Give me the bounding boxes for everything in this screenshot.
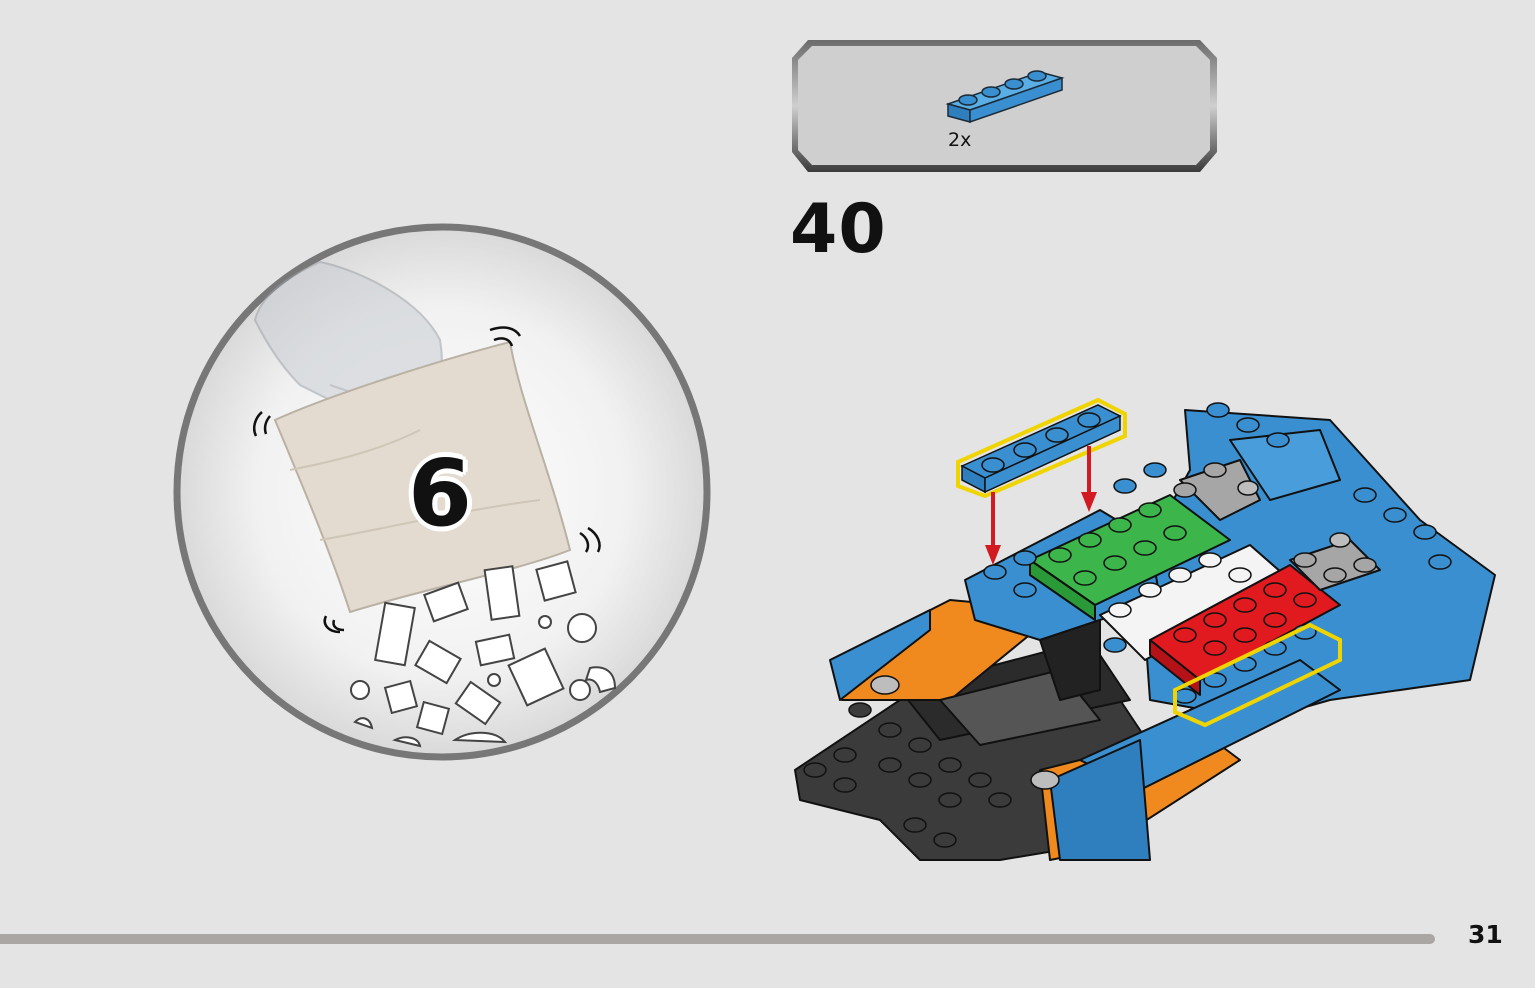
blue-1x4-plate-icon: [945, 70, 1065, 124]
bag-number: 6: [407, 440, 472, 547]
page-number: 31: [1468, 920, 1503, 949]
falling-bricks-icon: [350, 560, 617, 748]
new-plate-top-highlight: [956, 397, 1127, 499]
bag-icon: [273, 340, 572, 614]
studs: [803, 402, 1452, 848]
page-progress-rule: [0, 934, 1435, 944]
shake-marks-icon: [253, 326, 601, 634]
part-quantity: 2x: [948, 129, 972, 151]
placement-arrows-icon: [985, 446, 1097, 565]
new-plate-bottom-highlight: [1173, 622, 1342, 728]
step-number: 40: [790, 190, 887, 269]
